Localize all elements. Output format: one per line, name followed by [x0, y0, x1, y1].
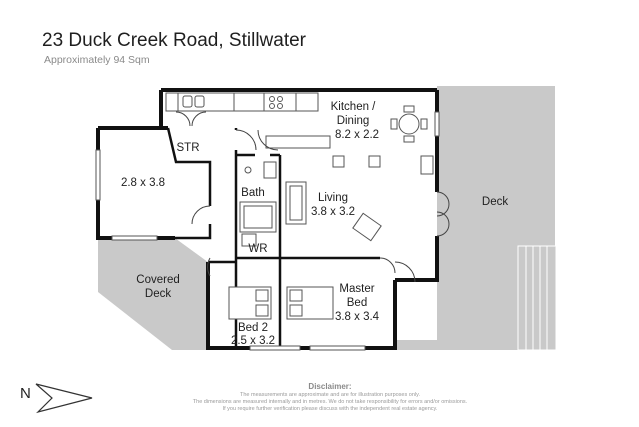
north-arrow-icon: [35, 383, 93, 414]
windows: [95, 111, 440, 351]
doors: [175, 111, 450, 283]
deck-steps: [517, 245, 557, 351]
master-dims: 3.8 x 3.4: [335, 311, 380, 323]
north-label: N: [20, 385, 31, 402]
disclaimer-line: If you require further verification plea…: [222, 406, 438, 412]
cooktop: [269, 96, 283, 109]
deck-label: Deck: [482, 196, 508, 208]
disclaimer-line: The measurements are approximate and are…: [240, 392, 420, 398]
covered-deck-label-2: Deck: [145, 288, 171, 300]
room-dims: 2.8 x 3.8: [121, 177, 165, 189]
wr-label: WR: [248, 243, 267, 255]
floor-area-subtitle: Approximately 94 Sqm: [44, 54, 150, 66]
kitchen-sink: [182, 95, 205, 108]
kitchen-island: [265, 135, 331, 149]
bed-2-dims: 2.5 x 3.2: [231, 335, 275, 347]
kitchen-label-2: Dining: [337, 115, 370, 127]
exterior-walls: [96, 88, 439, 350]
disclaimer-heading: Disclaimer:: [308, 382, 352, 391]
disclaimer-line: The dimensions are measured internally a…: [192, 399, 468, 405]
deck-area: [395, 86, 555, 350]
covered-deck-label: Covered: [136, 274, 179, 286]
fridge: [420, 155, 434, 175]
master-bed-furniture: [286, 286, 334, 320]
bed-2-furniture: [228, 286, 272, 320]
bar-stools: [332, 155, 381, 168]
bed-2-label: Bed 2: [238, 322, 268, 334]
toilet: [241, 233, 257, 247]
kitchen-label: Kitchen /: [331, 101, 377, 113]
north-compass: N: [20, 383, 93, 414]
bathroom-fixtures: [239, 161, 277, 233]
master-label-2: Bed: [347, 297, 367, 309]
master-label: Master: [339, 283, 374, 295]
str-label: STR: [177, 142, 200, 154]
property-address-title: 23 Duck Creek Road, Stillwater: [42, 30, 306, 51]
covered-deck-area: [98, 238, 208, 350]
living-furniture: [285, 181, 382, 242]
living-dims: 3.8 x 3.2: [311, 206, 355, 218]
living-label: Living: [318, 192, 348, 204]
disclaimer: Disclaimer: The measurements are approxi…: [160, 381, 500, 413]
bath-label: Bath: [241, 187, 265, 199]
kitchen-dims: 8.2 x 2.2: [335, 129, 379, 141]
dining-table: [390, 105, 428, 143]
